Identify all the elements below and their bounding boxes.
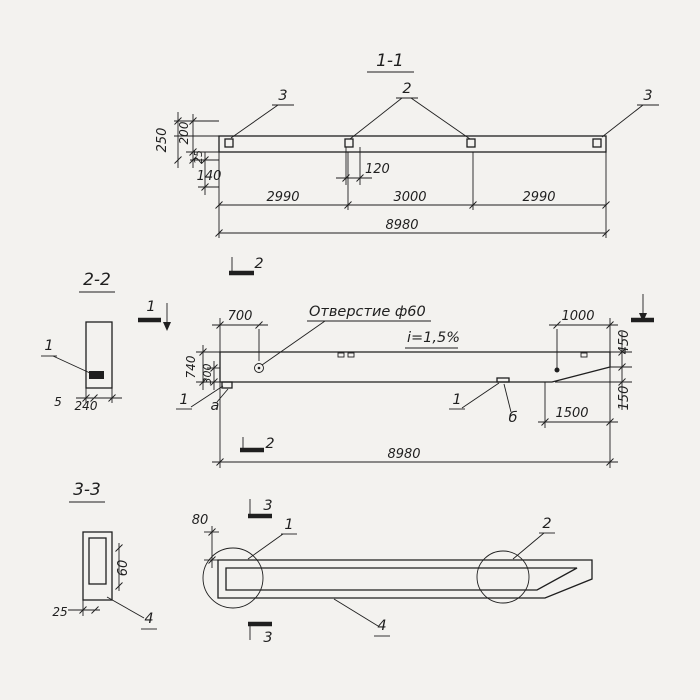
callout-3-right: 3: [643, 88, 652, 104]
section-2-2-detail: 2-2 1 5 240: [41, 270, 122, 413]
beam-outline-top-view: [218, 135, 607, 153]
node-label-a: а: [211, 398, 220, 414]
right-bottom-notch: [496, 377, 510, 383]
dim-2990-right: 2990: [522, 190, 555, 205]
callout-3-left: 3: [278, 88, 287, 104]
svg-text:1000: 1000: [561, 309, 594, 324]
view-direction-arrow: [163, 322, 171, 331]
beam-void-plan: [225, 567, 578, 591]
dim-total-elevation: 8980: [212, 382, 618, 468]
anchor-point: [554, 367, 560, 373]
dim-80: 80: [192, 513, 219, 568]
slope-label: i=1,5%: [407, 330, 460, 346]
dim-300: 300: [201, 364, 214, 385]
dim-700: 700: [212, 309, 268, 352]
callout-1-section22: 1: [44, 338, 53, 354]
svg-text:80: 80: [192, 513, 209, 528]
lifting-loop: [347, 352, 355, 358]
dim-450: 450: [617, 330, 632, 355]
view-plan-bottom: 3 80 1 2 4 3: [192, 498, 593, 646]
dim-chain-spans: 2990 3000 2990: [215, 152, 610, 238]
dim-5: 5: [54, 395, 62, 409]
callout-4-section33: 4: [144, 611, 153, 627]
callout-1-elev-right: 1: [452, 392, 461, 408]
dim-250: 250: [155, 128, 170, 153]
detail-circle-node-2: [476, 550, 530, 604]
section-3-3-detail: 3-3 60 25 4: [52, 480, 157, 630]
section-marker-2-top: 2: [229, 256, 264, 276]
view-elevation: Отверстие ф60 i=1,5% 700 1000: [176, 304, 632, 468]
section-title-1-1: 1-1: [376, 51, 404, 71]
view-section-1-1: 1-1 3 2 3 250 200: [155, 51, 659, 238]
section-3-3-outline: [82, 531, 113, 601]
svg-text:3: 3: [263, 630, 272, 646]
section-marker-3-top: 3: [248, 498, 273, 519]
node-label-b: б: [509, 410, 518, 426]
dim-1500: 1500: [538, 367, 618, 468]
svg-text:700: 700: [228, 309, 253, 324]
section-3-3-void: [88, 537, 107, 585]
embed-plate: [466, 138, 476, 148]
dim-60: 60: [116, 560, 131, 577]
embed-plate: [592, 138, 602, 148]
dim-120: 120: [336, 147, 390, 185]
hole-60: [254, 363, 264, 373]
callout-4-plan: 4: [377, 618, 386, 634]
lifting-loop: [337, 352, 345, 358]
view-direction-arrow: [639, 313, 647, 322]
dim-150: 150: [617, 386, 632, 411]
section-marker-3-bottom: 3: [248, 621, 273, 646]
callout-1-plan: 1: [284, 517, 293, 533]
dim-cluster-left-end: 250 200 25 140: [155, 112, 221, 195]
svg-text:2: 2: [265, 436, 274, 452]
dim-140: 140: [197, 169, 222, 184]
beam-outline-plan: [217, 559, 593, 599]
dim-3000: 3000: [393, 190, 426, 205]
callout-2-plan: 2: [542, 516, 551, 532]
svg-text:3: 3: [263, 498, 272, 514]
dim-1000: 1000: [549, 309, 618, 352]
embed-plate: [344, 138, 354, 148]
bearing-plate: [89, 371, 104, 379]
callout-2-mid: 2: [402, 81, 411, 97]
svg-text:1: 1: [146, 299, 155, 315]
left-end-notch: [221, 381, 233, 389]
section-marker-1-left: 1: [138, 299, 171, 331]
svg-text:2: 2: [254, 256, 263, 272]
beam-outline-elevation: [219, 351, 611, 383]
svg-text:8980: 8980: [385, 218, 418, 233]
svg-text:1500: 1500: [555, 406, 588, 421]
detail-circle-node-1: [202, 547, 264, 609]
section-title-2-2: 2-2: [83, 270, 111, 290]
dim-240: 240: [75, 399, 98, 413]
callout-1-elev-left: 1: [179, 392, 188, 408]
embed-plate: [224, 138, 234, 148]
dim-200: 200: [177, 121, 191, 144]
dim-740-300: 740 300: [184, 345, 220, 390]
dim-740: 740: [184, 355, 198, 378]
lifting-loop: [580, 352, 588, 358]
dim-25: 25: [52, 605, 67, 619]
hole-label: Отверстие ф60: [309, 304, 426, 320]
svg-text:120: 120: [365, 162, 390, 177]
dim-total-top: 8980: [215, 218, 610, 237]
section-title-3-3: 3-3: [73, 480, 101, 500]
section-marker-1-right: [631, 294, 654, 323]
svg-text:8980: 8980: [387, 447, 420, 462]
dim-25: 25: [192, 150, 205, 164]
dim-450-150: 450 150: [555, 330, 632, 411]
section-2-2-outline: [85, 321, 113, 389]
dim-2990-left: 2990: [266, 190, 299, 205]
section-marker-2-bottom: 2: [240, 436, 275, 453]
